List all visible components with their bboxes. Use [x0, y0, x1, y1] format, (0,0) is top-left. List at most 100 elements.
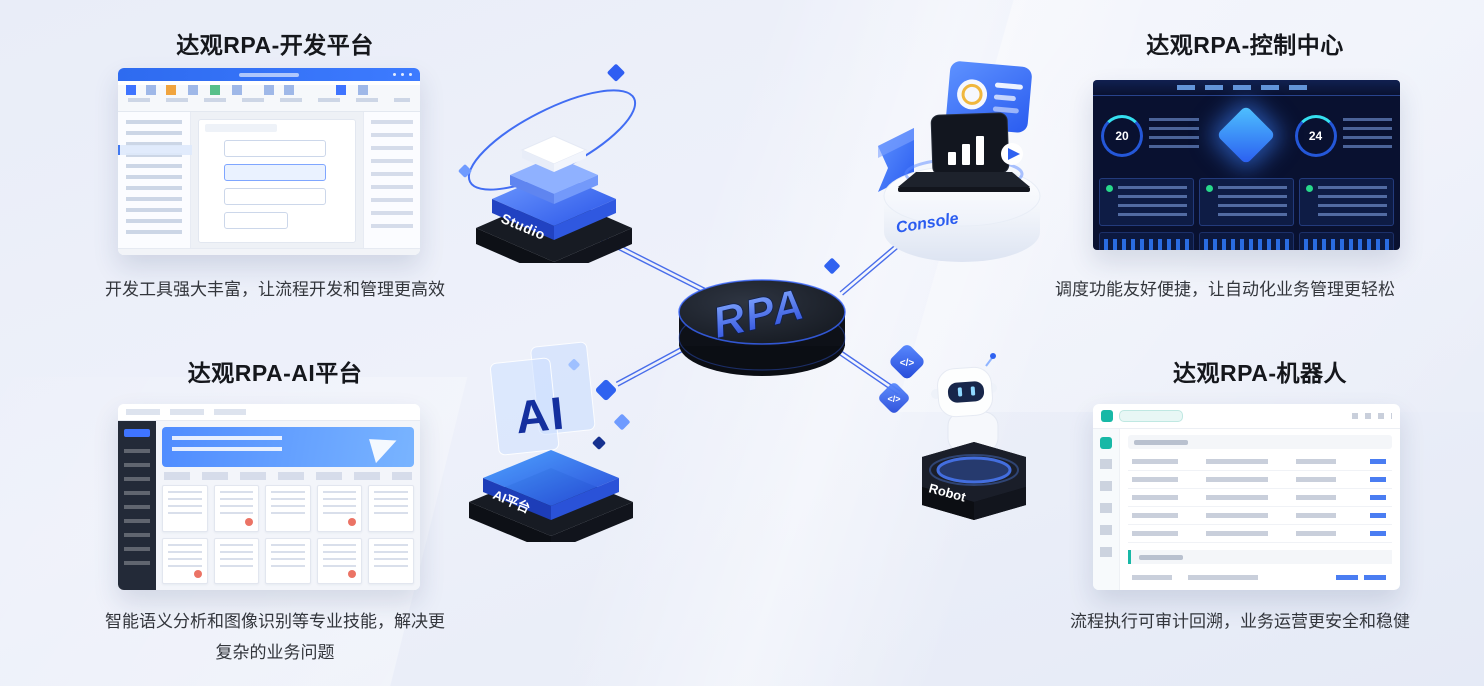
flow-step-block-selected — [223, 164, 326, 181]
document-thumbnail-grid — [162, 485, 414, 584]
code-badge-icon: </> — [879, 383, 909, 413]
gauge-left: 20 — [1101, 115, 1143, 157]
studio-flow-canvas — [191, 112, 363, 248]
robot-window-body — [1093, 429, 1400, 590]
code-badge-text: </> — [900, 358, 915, 369]
glowing-cube-icon — [1215, 105, 1276, 165]
dashboard-header — [1093, 80, 1400, 96]
ai-main-area — [156, 421, 420, 590]
ai-caption-line1: 智能语义分析和图像识别等专业技能，解决更 — [105, 612, 445, 631]
studio-project-tree — [118, 112, 192, 248]
laptop-icon — [898, 112, 1030, 192]
ai-window-topbar — [118, 404, 420, 421]
dashboard-right-kpi: 24 — [1294, 115, 1392, 157]
code-badge-icon: </> — [890, 345, 924, 379]
dashboard-left-kpi: 20 — [1101, 115, 1199, 157]
ai-floating-cubes — [568, 359, 630, 450]
dev-platform-caption: 开发工具强大丰富，让流程开发和管理更高效 — [105, 280, 445, 299]
console-node-icon: Console — [878, 61, 1041, 262]
dashboard-robot-cards — [1093, 172, 1400, 232]
document-thumbnail — [162, 537, 208, 584]
play-badge-icon — [1001, 143, 1023, 165]
robot-window-topbar — [1093, 404, 1400, 429]
studio-flow-sheet — [198, 119, 356, 243]
ai-node-icon: AI AI平台 — [469, 341, 633, 542]
code-badge-text: </> — [887, 394, 900, 404]
studio-properties-panel — [363, 112, 420, 248]
document-thumbnail — [265, 485, 311, 532]
window-control-icons — [1352, 413, 1392, 419]
table-row — [1128, 471, 1392, 489]
rpa-hub-icon: RPA — [678, 258, 846, 376]
flow-step-block — [223, 140, 326, 157]
ai-caption-line2: 复杂的业务问题 — [215, 643, 335, 663]
control-center-screenshot: 20 24 — [1093, 80, 1400, 250]
robot-caption: 流程执行可审计回溯，业务运营更安全和稳健 — [1070, 612, 1410, 631]
flow-step-block — [223, 212, 289, 229]
studio-toolbar — [118, 85, 420, 112]
gauge-right-value: 24 — [1308, 129, 1323, 143]
hub-cube-icon — [824, 258, 840, 274]
ai-glass-panels: AI — [489, 341, 596, 456]
gauge-left-value: 20 — [1115, 129, 1129, 143]
ai-filter-toolbar — [164, 472, 412, 480]
robot-screenshot — [1093, 404, 1400, 590]
ai-sidebar — [118, 421, 156, 590]
document-thumbnail — [368, 485, 414, 532]
ai-platform-caption: 智能语义分析和图像识别等专业技能，解决更 复杂的业务问题 — [40, 606, 510, 669]
ai-platform-title: 达观RPA-AI平台 — [187, 360, 363, 386]
control-center-title: 达观RPA-控制中心 — [1146, 32, 1344, 58]
robot-sidebar — [1093, 429, 1120, 590]
studio-sheet-tab — [205, 124, 277, 132]
robot-title: 达观RPA-机器人 — [1172, 360, 1347, 386]
robot-app-logo — [1101, 410, 1113, 422]
table-row — [1128, 453, 1392, 471]
document-thumbnail — [213, 537, 260, 584]
gauge-right-stats — [1342, 118, 1392, 154]
gauge-right: 24 — [1294, 115, 1337, 157]
studio-toolbar-icons — [126, 85, 412, 96]
ai-panel-letters: AI — [513, 386, 568, 443]
robot-status-card — [1099, 178, 1194, 226]
mini-bar-chart — [1199, 232, 1294, 250]
robot-app-name-pill — [1119, 410, 1183, 422]
table-row — [1128, 525, 1392, 543]
robot-status-card — [1199, 178, 1294, 226]
table-row — [1128, 507, 1392, 525]
document-thumbnail — [368, 537, 414, 584]
studio-status-bar — [118, 248, 420, 255]
robot-head — [931, 353, 997, 418]
dashboard-charts-row — [1093, 232, 1400, 250]
history-row — [1128, 569, 1392, 586]
document-thumbnail — [213, 485, 260, 532]
table-row — [1128, 489, 1392, 507]
studio-node-icon: Studio — [458, 64, 637, 263]
document-thumbnail — [316, 485, 363, 532]
ai-platform-screenshot — [118, 404, 420, 590]
robot-task-list — [1120, 429, 1400, 590]
robot-hex-base — [922, 442, 1026, 520]
gauge-left-stats — [1149, 118, 1199, 154]
dashboard-center-illustration — [1205, 103, 1289, 169]
studio-workspace — [118, 112, 420, 248]
dashboard-top-row: 20 24 — [1093, 96, 1400, 172]
ai-platform-base — [469, 450, 633, 542]
studio-toolbar-group-labels — [128, 98, 410, 102]
dev-platform-screenshot — [118, 68, 420, 255]
ai-window-body — [118, 421, 420, 590]
ai-banner — [162, 427, 414, 467]
studio-window-titlebar — [118, 68, 420, 81]
studio-platform — [476, 135, 632, 263]
document-thumbnail — [265, 537, 311, 584]
document-thumbnail — [316, 537, 363, 584]
history-section-header — [1128, 550, 1392, 564]
robot-node-icon: </> </> Robot — [879, 345, 1026, 520]
robot-status-card — [1299, 178, 1394, 226]
document-thumbnail — [162, 485, 208, 532]
task-section-header — [1128, 435, 1392, 449]
mini-bar-chart — [1299, 232, 1394, 250]
dev-platform-title: 达观RPA-开发平台 — [176, 32, 374, 58]
mini-bar-chart — [1099, 232, 1194, 250]
flow-step-block — [223, 188, 326, 205]
